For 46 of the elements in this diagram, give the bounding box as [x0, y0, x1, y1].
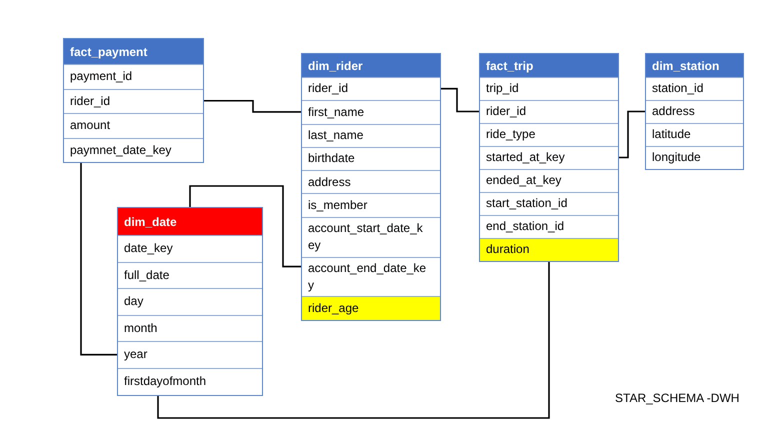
- table-field-row: amount: [64, 113, 203, 138]
- table-field-row: paymnet_date_key: [64, 138, 203, 162]
- table-field-row: date_key: [118, 235, 262, 262]
- table-field-row: first_name: [302, 100, 440, 124]
- table-field-row: rider_id: [302, 77, 440, 100]
- table-card: [479, 53, 619, 262]
- relationship-line: [157, 261, 550, 419]
- table-field-row: rider_age: [302, 296, 440, 320]
- table-field-row: last_name: [302, 124, 440, 147]
- table-header: dim_station: [646, 54, 743, 77]
- table-field-row: latitude: [646, 123, 743, 146]
- table-field-row: year: [118, 341, 262, 368]
- relationship-line: [440, 88, 480, 112]
- table-card: [63, 38, 204, 163]
- table-field-row: payment_id: [64, 64, 203, 88]
- table-card: [301, 53, 441, 321]
- table-header: dim_rider: [302, 54, 440, 77]
- table-field-row: ended_at_key: [480, 169, 618, 192]
- table-field-row: ride_type: [480, 123, 618, 146]
- table-card: [117, 207, 263, 396]
- table-field-row: firstdayofmonth: [118, 368, 262, 395]
- table-header: dim_date: [118, 208, 262, 235]
- table-card: [645, 53, 744, 170]
- table-field-row: rider_id: [480, 100, 618, 123]
- table-field-row: rider_id: [64, 88, 203, 113]
- table-field-row: started_at_key: [480, 146, 618, 169]
- table-field-row: station_id: [646, 77, 743, 100]
- table-field-row: day: [118, 288, 262, 315]
- table-field-row: month: [118, 314, 262, 342]
- table-header: fact_trip: [480, 54, 618, 77]
- diagram-caption: STAR_SCHEMA -DWH: [615, 391, 740, 405]
- table-header: fact_payment: [64, 39, 203, 64]
- table-field-row: trip_id: [480, 77, 618, 100]
- table-field-row: full_date: [118, 262, 262, 288]
- table-field-row: longitude: [646, 146, 743, 169]
- table-field-row: is_member: [302, 193, 440, 217]
- relationship-line: [80, 162, 118, 356]
- table-field-row: address: [646, 100, 743, 123]
- table-field-row: address: [302, 170, 440, 194]
- relationship-line: [203, 100, 302, 113]
- relationship-line: [189, 185, 302, 268]
- relationship-line: [618, 110, 646, 158]
- table-field-row: duration: [480, 238, 618, 261]
- table-field-row: account_start_date_key: [302, 216, 440, 257]
- table-field-row: birthdate: [302, 146, 440, 170]
- table-field-row: start_station_id: [480, 192, 618, 215]
